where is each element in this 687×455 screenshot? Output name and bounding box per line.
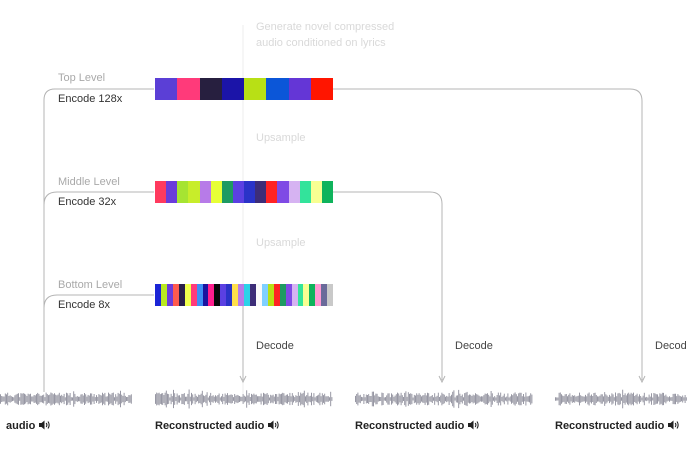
code-cell [261,284,268,306]
code-cell [267,284,274,306]
code-cell [255,181,267,203]
code-cell [221,181,233,203]
top-note-line1: Generate novel compressed [256,21,395,33]
code-cell [327,284,334,306]
code-bar-middle [155,181,333,203]
code-cell [226,284,233,306]
code-cell [210,181,222,203]
reconstructed-audio-caption-middle[interactable]: Reconstructed audio [355,419,480,433]
reconstructed-audio-caption-top[interactable]: Reconstructed audio [555,419,680,433]
code-cell [303,284,310,306]
code-cell [178,284,185,306]
reconstructed-waveform-top [555,389,687,409]
code-cell [291,284,298,306]
code-cell [315,284,322,306]
level-encode-middle: Encode 32x [58,196,117,208]
code-cell [244,284,250,306]
code-cell [155,181,167,203]
code-cell [166,181,178,203]
code-cell [160,284,167,306]
code-bar-bottom [155,284,334,306]
reconstructed-audio-caption-bottom[interactable]: Reconstructed audio [155,419,280,433]
speaker-icon[interactable] [39,420,51,430]
code-cell [288,181,300,203]
level-name-bottom: Bottom Level [58,279,123,291]
top-note-line2: audio conditioned on lyrics [256,37,386,49]
code-cell [177,78,200,100]
original-waveform [0,390,132,408]
code-cell [172,284,179,306]
code-cell [309,284,316,306]
code-cell [202,284,209,306]
upsample-label-1: Upsample [256,132,306,144]
code-cell [221,78,244,100]
reconstructed-audio-label: Reconstructed audio [155,420,265,432]
decode-label-top: Decode [655,340,687,352]
code-cell [232,181,244,203]
code-cell [188,181,200,203]
level-name-top: Top Level [58,72,106,84]
code-cell [208,284,215,306]
code-cell [321,284,328,306]
code-cell [184,284,191,306]
code-cell [288,78,311,100]
speaker-icon[interactable] [468,420,480,430]
code-cell [297,284,304,306]
code-cell [190,284,197,306]
code-cell [277,181,289,203]
upsample-label-2: Upsample [256,237,306,249]
reconstructed-audio-label: Reconstructed audio [355,420,465,432]
code-cell [244,78,267,100]
code-cell [232,284,239,306]
speaker-icon[interactable] [668,420,680,430]
reconstructed-audio-label: Reconstructed audio [555,420,665,432]
code-bar-top [155,78,333,100]
decode-label-bottom: Decode [256,340,294,352]
reconstructed-waveform-bottom [155,389,333,409]
level-encode-bottom: Encode 8x [58,299,110,311]
original-audio-label: audio [6,420,36,432]
speaker-icon[interactable] [268,420,280,430]
code-cell [273,284,280,306]
decode-label-middle: Decode [455,340,493,352]
level-name-middle: Middle Level [58,176,120,188]
code-cell [155,284,161,306]
code-cell [321,181,333,203]
code-cell [310,181,322,203]
reconstructed-waveform-middle [355,389,533,409]
code-cell [238,284,245,306]
original-audio-caption[interactable]: audio [6,419,51,433]
code-cell [199,78,222,100]
code-cell [266,181,278,203]
code-cell [155,78,178,100]
code-cell [250,284,256,306]
code-cell [196,284,203,306]
code-cell [244,181,256,203]
code-cell [220,284,227,306]
code-cell [214,284,221,306]
code-cell [285,284,292,306]
code-cell [310,78,333,100]
code-cell [166,284,173,306]
level-encode-top: Encode 128x [58,93,123,105]
code-cell [255,284,262,306]
code-cell [199,181,211,203]
code-cell [177,181,189,203]
code-cell [266,78,289,100]
code-cell [299,181,311,203]
code-cell [279,284,286,306]
